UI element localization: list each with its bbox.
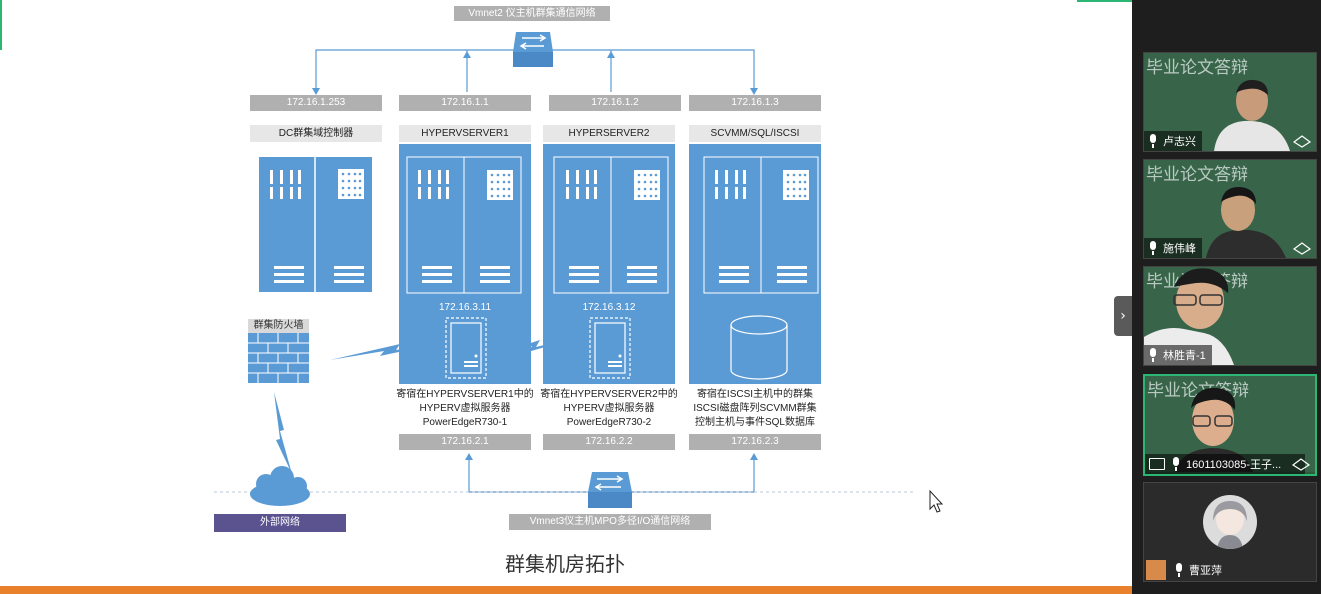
muted-microphone-icon[interactable]: [1148, 241, 1158, 255]
presentation-slide: Vmnet2 仪主机群集通信网络 172.16.1.253 172.16.1.1…: [0, 0, 1132, 594]
database-icon: [730, 315, 788, 380]
participant-tile[interactable]: 毕业论文答辩 林胜青-1: [1143, 266, 1317, 366]
firewall-icon: [248, 333, 309, 383]
bottom-ip-3: 172.16.2.3: [689, 434, 821, 450]
screen-share-icon[interactable]: [1292, 134, 1312, 148]
participant-tile[interactable]: 曹亚萍: [1143, 482, 1317, 582]
mouse-cursor-icon: [929, 489, 944, 513]
link-bolts: [274, 336, 582, 474]
top-network-label: Vmnet2 仪主机群集通信网络: [454, 6, 610, 21]
server-name-hyperv2: HYPERSERVER2: [543, 125, 675, 142]
topology-diagram: [214, 32, 944, 513]
participant-name: 1601103085-王子...: [1186, 459, 1282, 471]
bottom-ip-1: 172.16.2.1: [399, 434, 531, 450]
participant-name: 施伟峰: [1163, 243, 1196, 255]
cloud-icon: [250, 466, 310, 506]
bottom-switch-icon: [588, 472, 632, 508]
ip-scvmm: 172.16.1.3: [689, 95, 821, 111]
participant-video-panel: 毕业论文答辩 卢志兴 毕业论文答辩 施伟峰: [1132, 0, 1321, 594]
board-title: 毕业论文答辩: [1146, 58, 1248, 78]
board-title: 毕业论文答辩: [1146, 165, 1248, 185]
muted-microphone-icon[interactable]: [1174, 563, 1184, 577]
screen-share-icon[interactable]: [1292, 241, 1312, 255]
firewall-label: 群集防火墙: [248, 319, 309, 333]
ip-hyperv1: 172.16.1.1: [399, 95, 531, 111]
external-network-label: 外部网络: [214, 514, 346, 532]
participant-tile-active[interactable]: 毕业论文答辩 1601103085-王子...: [1143, 374, 1317, 476]
screen-share-icon[interactable]: [1291, 457, 1311, 471]
name-bar: 施伟峰: [1144, 238, 1202, 258]
top-switch-icon: [513, 32, 553, 67]
slide-bottom-bar: [0, 586, 1132, 594]
server-name-dc: DC群集域控制器: [250, 125, 382, 142]
participant-name: 林胜青-1: [1163, 350, 1206, 362]
participant-tile[interactable]: 毕业论文答辩 卢志兴: [1143, 52, 1317, 152]
participant-tile[interactable]: 毕业论文答辩 施伟峰: [1143, 159, 1317, 259]
participant-name: 卢志兴: [1163, 136, 1196, 148]
user-placeholder-icon: [1146, 560, 1166, 580]
bottom-ip-2: 172.16.2.2: [543, 434, 675, 450]
name-bar: 卢志兴: [1144, 131, 1202, 151]
server-name-hyperv1: HYPERVSERVER1: [399, 125, 531, 142]
name-bar: 1601103085-王子...: [1145, 454, 1305, 474]
avatar: [1203, 495, 1257, 549]
server-name-scvmm: SCVMM/SQL/ISCSI: [689, 125, 821, 142]
slide-corner-accent: [1077, 0, 1132, 2]
collapse-panel-button[interactable]: ›: [1114, 296, 1132, 336]
microphone-icon[interactable]: [1171, 457, 1181, 471]
slide-title: 群集机房拓扑: [505, 552, 625, 576]
microphone-icon[interactable]: [1148, 134, 1158, 148]
microphone-icon[interactable]: [1148, 348, 1158, 362]
name-bar: 林胜青-1: [1144, 345, 1212, 365]
inner-ip-1: 172.16.3.11: [438, 302, 492, 313]
sharing-screen-icon: [1149, 458, 1165, 470]
participant-name: 曹亚萍: [1189, 565, 1222, 577]
avatar-illustration-icon: [1213, 501, 1247, 549]
bottom-network-label: Vmnet3仪主机MPO多径I/O通信网络: [509, 514, 711, 530]
slide-corner-accent: [0, 0, 2, 50]
dc-server-icon: [259, 157, 372, 292]
ip-dc: 172.16.1.253: [250, 95, 382, 111]
ip-hyperv2: 172.16.1.2: [549, 95, 681, 111]
inner-ip-2: 172.16.3.12: [582, 302, 636, 313]
name-bar: 曹亚萍: [1144, 559, 1222, 581]
